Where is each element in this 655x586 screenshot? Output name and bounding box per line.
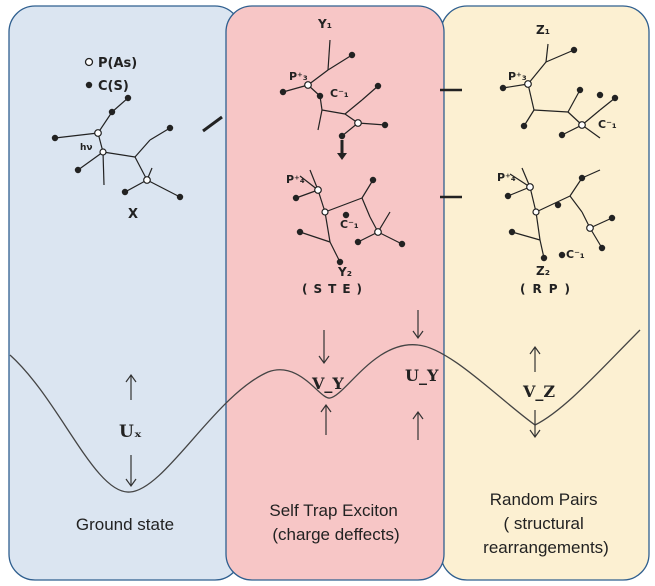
rp-tag: (RP) xyxy=(520,282,577,296)
energy-vz-label: V_Z xyxy=(522,382,555,401)
legend-c-label: C(S) xyxy=(98,79,129,94)
c-minus-label-y2: C⁻₁ xyxy=(340,218,359,231)
hv-label: hν xyxy=(80,143,93,153)
structure-x xyxy=(51,94,184,201)
p-atom-marker xyxy=(84,57,94,67)
p-plus-label-y1: P⁺₃ xyxy=(289,70,308,83)
c-atom-marker xyxy=(85,81,93,89)
structure-z2-label: Z₂ xyxy=(536,264,550,278)
arrow-x-to-y1 xyxy=(202,115,223,133)
ste-tag: (STE) xyxy=(302,282,368,296)
c-minus-label-y1: C⁻₁ xyxy=(330,87,349,100)
structure-y1 xyxy=(279,39,389,140)
legend-p-label: P(As) xyxy=(98,56,137,71)
c-minus-label-z2: C⁻₁ xyxy=(566,248,585,261)
panel-self-trap-exciton xyxy=(225,5,445,581)
energy-vy-label: V_Y xyxy=(311,374,344,393)
random-pairs-caption: Random Pairs ( structural rearrangements… xyxy=(483,490,609,557)
structure-y2-label: Y₂ xyxy=(337,265,352,279)
structure-z1 xyxy=(499,43,619,139)
p4-label-z2: P⁺₄ xyxy=(497,171,516,184)
structure-y2 xyxy=(292,169,406,266)
energy-ux-label: Uₓ xyxy=(119,422,142,442)
energy-uy-label: U_Y xyxy=(405,366,439,385)
arrow-y1-to-y2-head xyxy=(337,153,347,160)
p4-label-y2: P⁺₄ xyxy=(286,173,305,186)
structure-y1-label: Y₁ xyxy=(317,17,332,31)
c-minus-label-z1: C⁻₁ xyxy=(598,118,617,131)
ground-state-caption: Ground state xyxy=(76,515,174,534)
energy-arrows xyxy=(125,310,541,488)
self-trap-exciton-caption: Self Trap Exciton (charge deffects) xyxy=(269,501,402,544)
structure-x-label: X xyxy=(128,207,138,222)
structure-z1-label: Z₁ xyxy=(536,23,550,37)
structure-z2 xyxy=(504,167,616,262)
p-plus-label-z1: P⁺₃ xyxy=(508,70,527,83)
